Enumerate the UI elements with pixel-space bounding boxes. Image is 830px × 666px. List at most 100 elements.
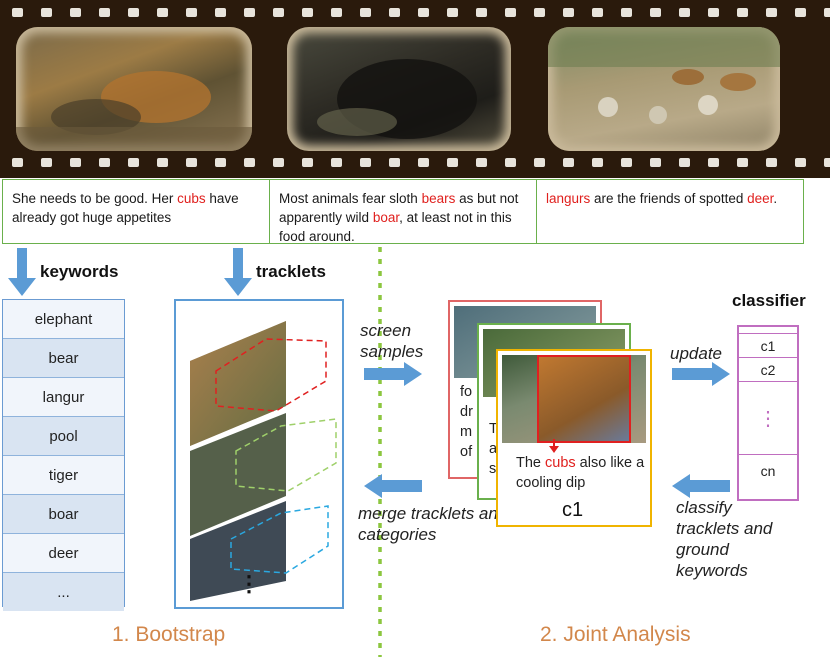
sprocket-hole: [650, 8, 661, 17]
sprocket-hole: [99, 158, 110, 167]
sprocket-hole: [476, 158, 487, 167]
merge-label: merge tracklets and categories: [358, 504, 508, 544]
caption-text: are the friends of spotted: [590, 191, 748, 206]
caption-text: as but not apparently wild: [279, 191, 519, 225]
sprocket-hole: [505, 8, 516, 17]
caption-keyword: cubs: [177, 191, 206, 206]
sprocket-hole: [592, 158, 603, 167]
video-frame-bear: [287, 27, 511, 151]
sprocket-hole: [70, 158, 81, 167]
keyword-item: deer: [3, 534, 124, 573]
caption-3: langurs are the friends of spotted deer.: [537, 180, 803, 243]
down-arrow-tracklets: [224, 248, 252, 296]
sprocket-hole: [302, 158, 313, 167]
video-frame-langurs-deer: [548, 27, 780, 151]
down-arrow-keywords: [8, 248, 36, 296]
sample-card-red-text: fo dr m of: [460, 384, 473, 460]
sample-card-yellow: The cubs also like a cooling dip c1: [496, 349, 652, 527]
caption-text: She needs to be good. Her: [12, 191, 178, 206]
phase-bootstrap-label: 1. Bootstrap: [112, 623, 226, 646]
sprocket-hole: [186, 158, 197, 167]
classifier-row-cn: cn: [760, 463, 776, 479]
sprocket-hole: [476, 8, 487, 17]
sprocket-hole: [824, 8, 830, 17]
keyword-item: tiger: [3, 456, 124, 495]
sprocket-hole: [766, 158, 777, 167]
sprocket-hole: [563, 8, 574, 17]
sprocket-hole: [447, 8, 458, 17]
sprocket-hole: [128, 8, 139, 17]
tracklets-ellipsis: ⋮: [238, 571, 260, 596]
langur-deer-scene-image: [548, 27, 780, 124]
classifier-heading: classifier: [732, 291, 806, 310]
sprocket-hole: [41, 158, 52, 167]
caption-keyword: bears: [421, 191, 456, 206]
keyword-item: pool: [3, 417, 124, 456]
sprocket-hole: [592, 8, 603, 17]
sprocket-hole: [737, 158, 748, 167]
keyword-item: boar: [3, 495, 124, 534]
phase-divider: [378, 247, 382, 657]
sprocket-hole: [157, 158, 168, 167]
sprocket-hole: [389, 8, 400, 17]
sprocket-hole: [273, 158, 284, 167]
tracklets-panel: ⋮: [174, 299, 344, 609]
tracklets-illustration: [190, 321, 337, 601]
sprocket-hole: [621, 158, 632, 167]
screen-samples-label: screen samples: [360, 321, 424, 361]
sprocket-hole: [302, 8, 313, 17]
sprocket-hole: [215, 8, 226, 17]
film-strip: [0, 0, 830, 178]
keyword-item: bear: [3, 339, 124, 378]
classify-label: classify tracklets and ground keywords: [676, 498, 773, 580]
bear-scene-image: [317, 59, 477, 139]
sprocket-hole: [824, 158, 830, 167]
sprocket-hole: [331, 158, 342, 167]
classifier-row-c1: c1: [739, 333, 797, 358]
sprocket-hole: [679, 158, 690, 167]
classifier-row-c2: c2: [739, 358, 797, 382]
sprocket-hole: [215, 158, 226, 167]
classifier-ellipsis: ⋮: [739, 382, 797, 455]
sprocket-hole: [12, 158, 23, 167]
video-frame-tigers: [16, 27, 252, 151]
caption-text: , at least not in this food around.: [279, 210, 512, 244]
sprocket-hole: [795, 8, 806, 17]
sprocket-hole: [41, 8, 52, 17]
left-arrow-classify: [672, 474, 730, 498]
sprocket-hole: [244, 8, 255, 17]
caption-row: She needs to be good. Her cubs have alre…: [2, 179, 804, 244]
sprocket-hole: [766, 8, 777, 17]
sprocket-hole: [534, 8, 545, 17]
sprocket-hole: [621, 8, 632, 17]
update-label: update: [670, 344, 722, 363]
sprocket-hole: [244, 158, 255, 167]
cub-bounding-box: [537, 355, 631, 443]
left-arrow-merge: [364, 474, 422, 498]
keyword-item: elephant: [3, 300, 124, 339]
sprocket-hole: [12, 8, 23, 17]
sprocket-hole: [128, 158, 139, 167]
caption-text: .: [773, 191, 778, 206]
sprocket-hole: [708, 8, 719, 17]
caption-2: Most animals fear sloth bears as but not…: [270, 180, 537, 244]
sprocket-hole: [563, 158, 574, 167]
right-arrow-update: [672, 362, 730, 386]
caption-keyword: langurs: [546, 191, 591, 206]
sprocket-hole: [99, 8, 110, 17]
sprocket-hole: [186, 8, 197, 17]
sample-card-green-text: T a s: [489, 421, 498, 477]
classifier-box: c1 c2 ⋮ cn: [737, 325, 799, 501]
sprocket-hole: [534, 158, 545, 167]
sprocket-hole: [447, 158, 458, 167]
caption-keyword: deer: [747, 191, 774, 206]
sprocket-hole: [418, 158, 429, 167]
sprocket-hole: [679, 8, 690, 17]
sprocket-hole: [650, 158, 661, 167]
ground-arrow: [549, 439, 559, 453]
tracklets-heading: tracklets: [256, 262, 326, 281]
sprocket-hole: [360, 158, 371, 167]
sprocket-hole: [505, 158, 516, 167]
sample-card-label: c1: [562, 499, 584, 521]
